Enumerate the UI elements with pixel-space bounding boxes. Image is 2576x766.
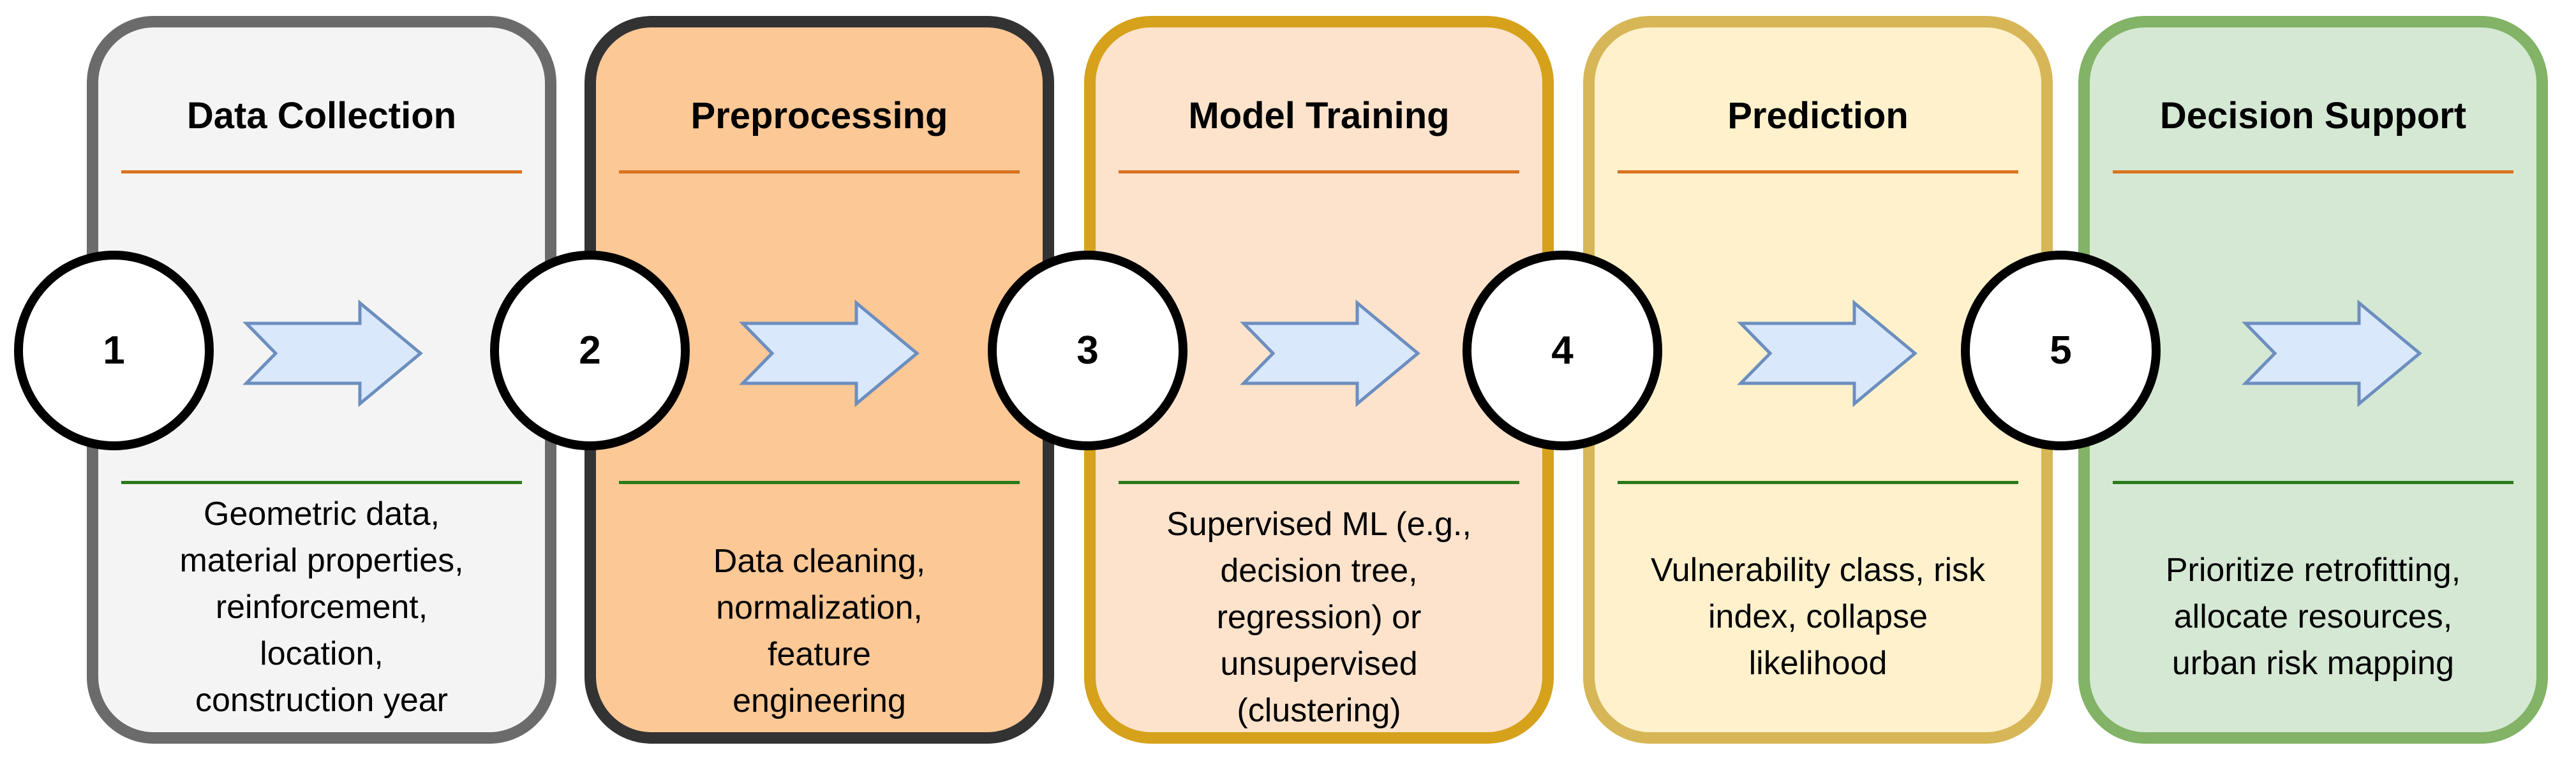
title-divider — [2113, 170, 2513, 173]
step-title: Decision Support — [2159, 95, 2467, 136]
right-arrow-icon — [739, 299, 919, 408]
body-divider — [619, 481, 1020, 484]
step-number-circle-3: 3 — [988, 251, 1187, 450]
step-number: 3 — [1076, 328, 1099, 372]
body-divider — [121, 481, 522, 484]
title-divider — [619, 170, 1020, 173]
title-divider — [1618, 170, 2018, 173]
body-divider — [2113, 481, 2513, 484]
right-arrow-icon — [1240, 299, 1420, 408]
step-number-circle-4: 4 — [1463, 251, 1662, 450]
step-description: Supervised ML (e.g., decision tree, regr… — [1166, 506, 1471, 729]
step-card-data-collection: Data Collection Geometric data, material… — [87, 16, 556, 744]
title-divider — [121, 170, 522, 173]
step-number-circle-2: 2 — [490, 251, 690, 450]
step-number: 1 — [103, 328, 125, 372]
step-number: 4 — [1551, 328, 1574, 372]
step-title: Prediction — [1727, 95, 1909, 136]
title-divider — [1119, 170, 1519, 173]
body-divider — [1119, 481, 1519, 484]
step-description: Data cleaning, normalization, feature en… — [713, 543, 926, 719]
step-number: 2 — [579, 328, 601, 372]
body-divider — [1618, 481, 2018, 484]
step-title: Data Collection — [186, 95, 457, 136]
right-arrow-icon — [242, 299, 423, 408]
right-arrow-icon — [1737, 299, 1917, 408]
step-description: Prioritize retrofitting, allocate resour… — [2165, 552, 2461, 682]
step-number-circle-5: 5 — [1961, 251, 2161, 450]
step-title: Model Training — [1188, 95, 1450, 136]
step-card-decision-support: Decision Support Prioritize retrofitting… — [2078, 16, 2548, 744]
step-number-circle-1: 1 — [14, 251, 214, 450]
right-arrow-icon — [2242, 299, 2422, 408]
step-number: 5 — [2050, 328, 2072, 372]
step-description: Vulnerability class, risk index, collaps… — [1650, 552, 1985, 682]
step-title: Preprocessing — [690, 95, 948, 136]
step-description: Geometric data, material properties, rei… — [179, 496, 464, 719]
